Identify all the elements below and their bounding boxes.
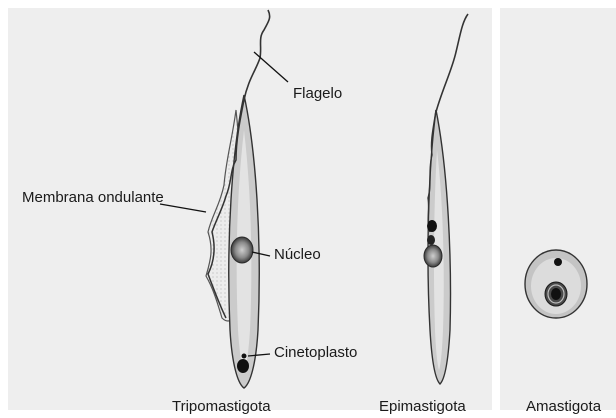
epimastigote-drawing [424,14,468,384]
label-nucleus: Núcleo [274,246,321,264]
trypomastigote-drawing [160,10,288,388]
trypomastigote-kinetoplast [237,359,249,373]
trypomastigote-nucleus [231,237,253,263]
caption-amastigote: Amastigota [526,398,601,416]
caption-trypomastigote: Tripomastigota [172,398,271,416]
label-kinetoplast: Cinetoplasto [274,344,357,362]
amastigote-drawing [525,250,587,318]
label-flagellum: Flagelo [293,85,342,103]
label-undulating-membrane: Membrana ondulante [22,189,164,207]
caption-epimastigote: Epimastigota [379,398,466,416]
epimastigote-nucleus [424,245,442,267]
epimastigote-flagellum [436,14,468,112]
